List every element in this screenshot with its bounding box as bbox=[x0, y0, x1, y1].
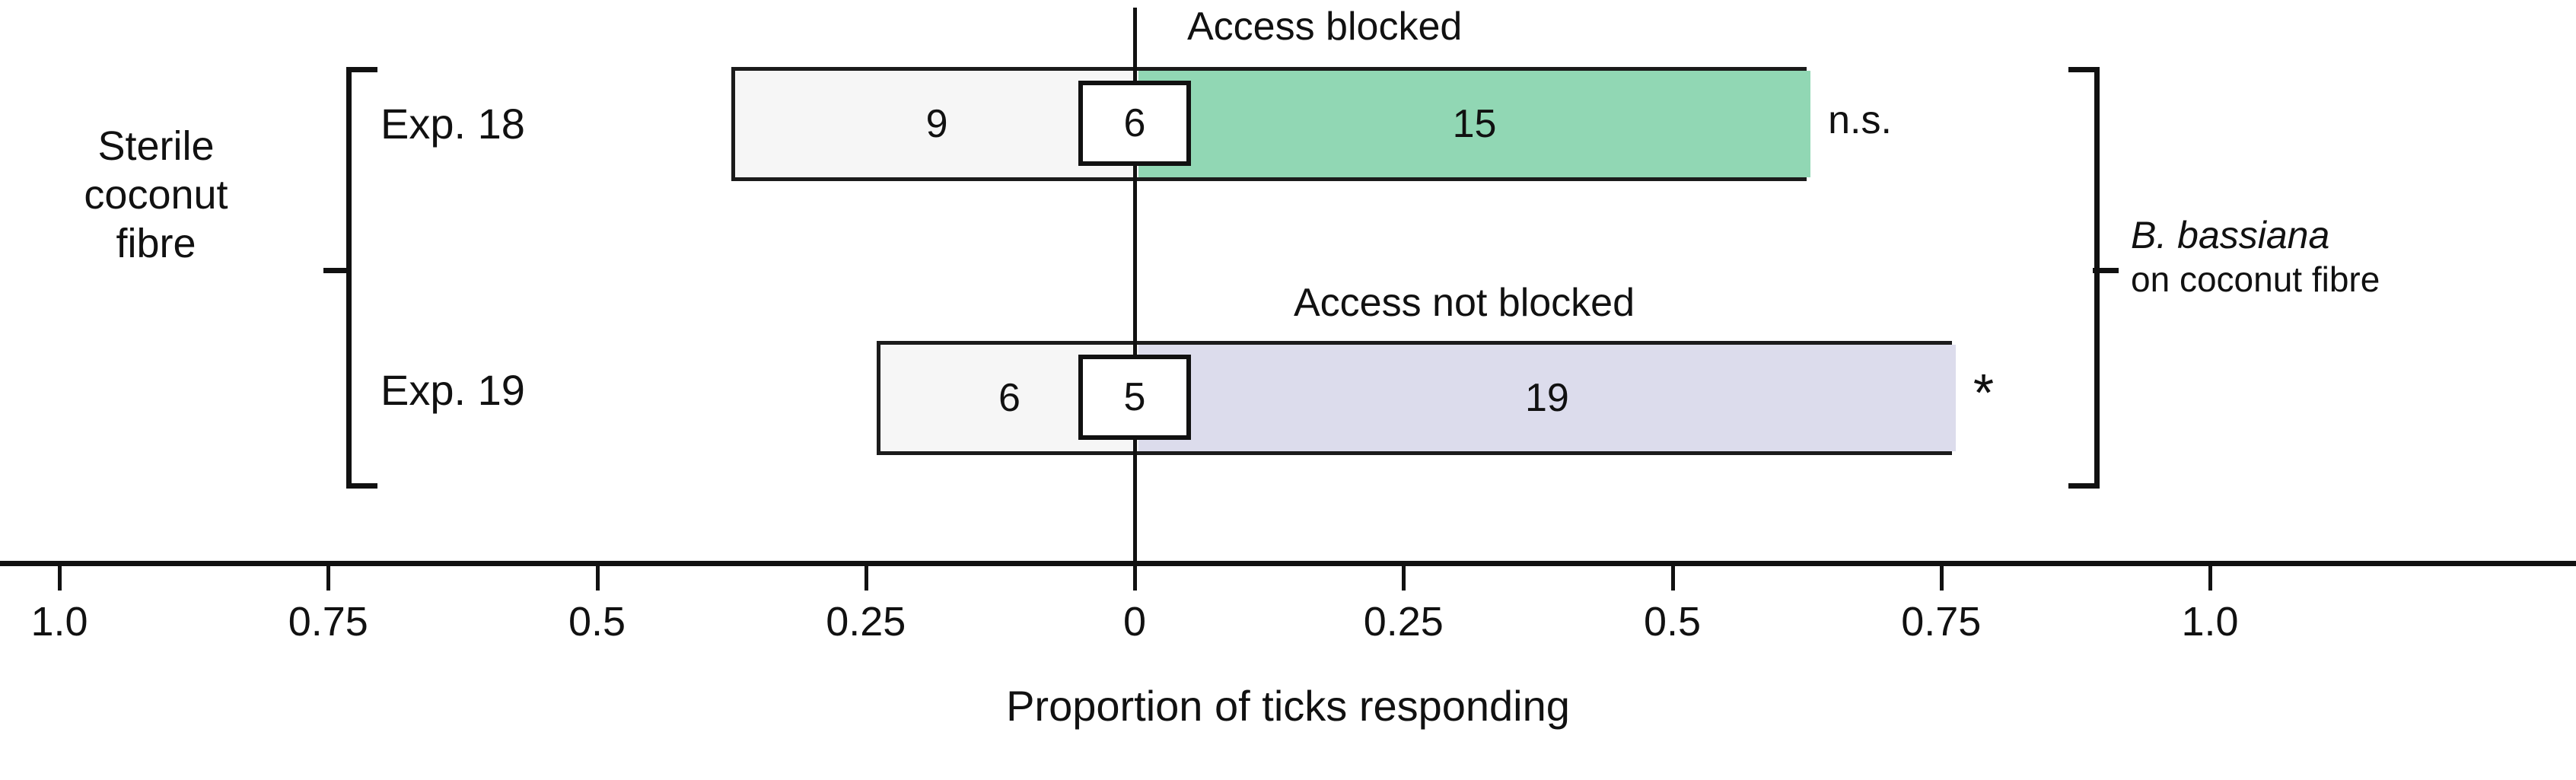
category-label-exp-19: Exp. 19 bbox=[381, 366, 525, 414]
right-group-sub: on coconut fibre bbox=[2131, 259, 2380, 299]
bar-middle-box-exp-18: 6 bbox=[1078, 81, 1191, 166]
x-axis-title: Proportion of ticks responding bbox=[1006, 682, 1570, 730]
x-axis-tick bbox=[1939, 566, 1944, 591]
x-axis-tick bbox=[326, 566, 331, 591]
bar-row-exp-19: 6 19 5 * bbox=[0, 341, 2576, 455]
left-group-label: Sterile coconut fibre bbox=[15, 122, 297, 268]
x-axis-tick-label: 1.0 bbox=[2181, 599, 2239, 645]
bar-value-left-exp-18: 9 bbox=[925, 102, 948, 146]
zero-reference-line bbox=[1133, 8, 1137, 586]
left-group-bracket bbox=[346, 67, 377, 489]
row2-top-label: Access not blocked bbox=[1294, 281, 1635, 325]
left-group-bracket-tick bbox=[323, 268, 349, 273]
left-group-label-line2: coconut bbox=[84, 172, 228, 218]
x-axis-tick bbox=[1402, 566, 1406, 591]
x-axis-tick-label: 0.25 bbox=[1363, 599, 1444, 645]
right-group-species: B. bassiana bbox=[2131, 214, 2330, 256]
bar-value-right-exp-19: 19 bbox=[1525, 376, 1569, 420]
bar-segment-left-exp-18: 9 bbox=[735, 71, 1138, 177]
x-axis-tick-label: 0 bbox=[1122, 599, 1147, 645]
right-group-bracket bbox=[2068, 67, 2100, 489]
significance-label-exp-18: n.s. bbox=[1828, 98, 1892, 142]
x-axis-tick-label: 1.0 bbox=[30, 599, 88, 645]
bar-row-exp-18: 9 15 6 n.s. bbox=[0, 67, 2576, 181]
x-axis-tick-label: 0.75 bbox=[288, 599, 368, 645]
bar-value-right-exp-18: 15 bbox=[1452, 102, 1497, 146]
x-axis-tick bbox=[1133, 566, 1137, 591]
x-axis-tick bbox=[58, 566, 62, 591]
right-group-bracket-tick bbox=[2093, 268, 2119, 273]
x-axis-tick bbox=[864, 566, 868, 591]
bar-segment-right-exp-18: 15 bbox=[1138, 71, 1811, 177]
bar-middle-box-exp-19: 5 bbox=[1078, 355, 1191, 440]
bar-segment-right-exp-19: 19 bbox=[1138, 345, 1956, 451]
x-axis-tick-label: 0.5 bbox=[1643, 599, 1702, 645]
left-group-label-line1: Sterile bbox=[97, 123, 215, 169]
x-axis-line bbox=[0, 561, 2576, 566]
row1-top-label: Access blocked bbox=[1187, 5, 1463, 49]
category-label-exp-18: Exp. 18 bbox=[381, 100, 525, 148]
left-group-label-line3: fibre bbox=[116, 221, 196, 266]
x-axis-tick-label: 0.75 bbox=[1901, 599, 1982, 645]
x-axis-tick bbox=[2208, 566, 2212, 591]
bar-value-left-exp-19: 6 bbox=[998, 376, 1021, 420]
x-axis-tick-label: 0.5 bbox=[568, 599, 626, 645]
stacked-bar-exp-19[interactable]: 6 19 bbox=[876, 341, 1956, 455]
x-axis-tick bbox=[595, 566, 600, 591]
x-axis-tick-label: 0.25 bbox=[826, 599, 906, 645]
significance-label-exp-19: * bbox=[1973, 363, 1995, 422]
stacked-bar-exp-18[interactable]: 9 15 bbox=[731, 67, 1811, 181]
right-group-label: B. bassiana on coconut fibre bbox=[2131, 213, 2565, 301]
x-axis-tick bbox=[1670, 566, 1675, 591]
